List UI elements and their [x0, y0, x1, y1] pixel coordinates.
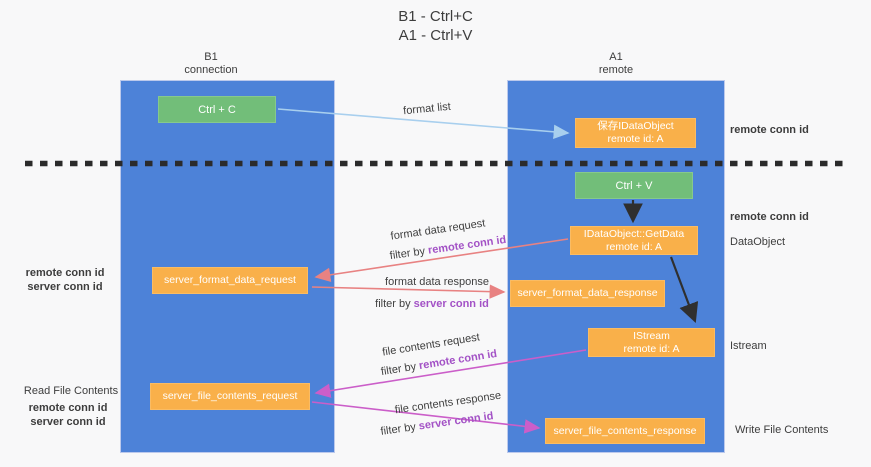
node-server-format-data-request: server_format_data_request [152, 267, 308, 294]
lane-b1-title: B1 [204, 51, 218, 63]
label-server-conn-id-left-1: server conn id [27, 281, 103, 293]
node-server-file-contents-response: server_file_contents_response [545, 418, 705, 444]
title-line-b1: B1 - Ctrl+C [398, 8, 473, 25]
filter-by-text: filter by [375, 298, 411, 310]
lane-b1-subtitle: connection [184, 64, 238, 76]
label-remote-conn-id-top: remote conn id [730, 124, 809, 136]
node-ctrl-c: Ctrl + C [158, 96, 276, 123]
label-read-file-contents: Read File Contents [23, 385, 119, 397]
server-conn-id-highlight: server conn id [413, 298, 489, 310]
getdata-label: IDataObject::GetData [583, 227, 685, 240]
node-istream: IStream remote id: A [588, 328, 715, 357]
istream-remote-id: remote id: A [623, 342, 680, 355]
edge-label-format-response-filter: filter by server conn id [375, 298, 489, 310]
lane-header-b1: B1 connection [146, 51, 276, 77]
server-conn-id-highlight: server conn id [418, 410, 495, 433]
remote-conn-id-highlight: remote conn id [418, 347, 498, 373]
lane-header-a1: A1 remote [551, 51, 681, 77]
node-server-format-data-response: server_format_data_response [510, 280, 665, 307]
istream-label: IStream [633, 329, 670, 342]
filter-by-text: filter by [379, 421, 417, 438]
node-ctrl-v: Ctrl + V [575, 172, 693, 199]
label-dataobject: DataObject [730, 236, 786, 248]
server-format-data-response-label: server_format_data_response [517, 287, 658, 299]
filter-by-text: filter by [380, 360, 418, 379]
remote-conn-id-highlight: remote conn id [427, 233, 507, 257]
getdata-remote-id: remote id: A [605, 240, 663, 253]
label-remote-conn-id-mid: remote conn id [730, 211, 809, 223]
lane-a1-title: A1 [609, 51, 623, 63]
server-format-data-request-label: server_format_data_request [164, 274, 296, 286]
title-line-a1: A1 - Ctrl+V [398, 27, 473, 44]
node-server-file-contents-request: server_file_contents_request [150, 383, 310, 410]
server-file-contents-request-label: server_file_contents_request [162, 390, 298, 402]
node-save-idataobject: 保存IDataObject remote id: A [575, 118, 696, 148]
label-remote-conn-id-left-2: remote conn id [28, 402, 108, 414]
ctrl-v-label: Ctrl + V [615, 179, 653, 192]
edge-label-format-data-response: format data response [385, 276, 489, 288]
label-write-file-contents: Write File Contents [735, 424, 829, 436]
ctrl-c-label: Ctrl + C [198, 103, 236, 116]
diagram-title: B1 - Ctrl+C A1 - Ctrl+V [0, 7, 871, 45]
lane-a1-subtitle: remote [598, 64, 634, 76]
save-idataobject-remote-id: remote id: A [607, 133, 664, 145]
save-idataobject-label: 保存IDataObject [597, 120, 674, 132]
filter-by-text: filter by [389, 245, 426, 263]
server-file-contents-response-label: server_file_contents_response [553, 424, 697, 437]
node-idataobject-getdata: IDataObject::GetData remote id: A [570, 226, 698, 255]
label-server-conn-id-left-2: server conn id [30, 416, 106, 428]
label-istream: Istream [730, 340, 767, 352]
label-remote-conn-id-left-1: remote conn id [25, 267, 105, 279]
edge-label-format-list: format list [402, 100, 452, 118]
